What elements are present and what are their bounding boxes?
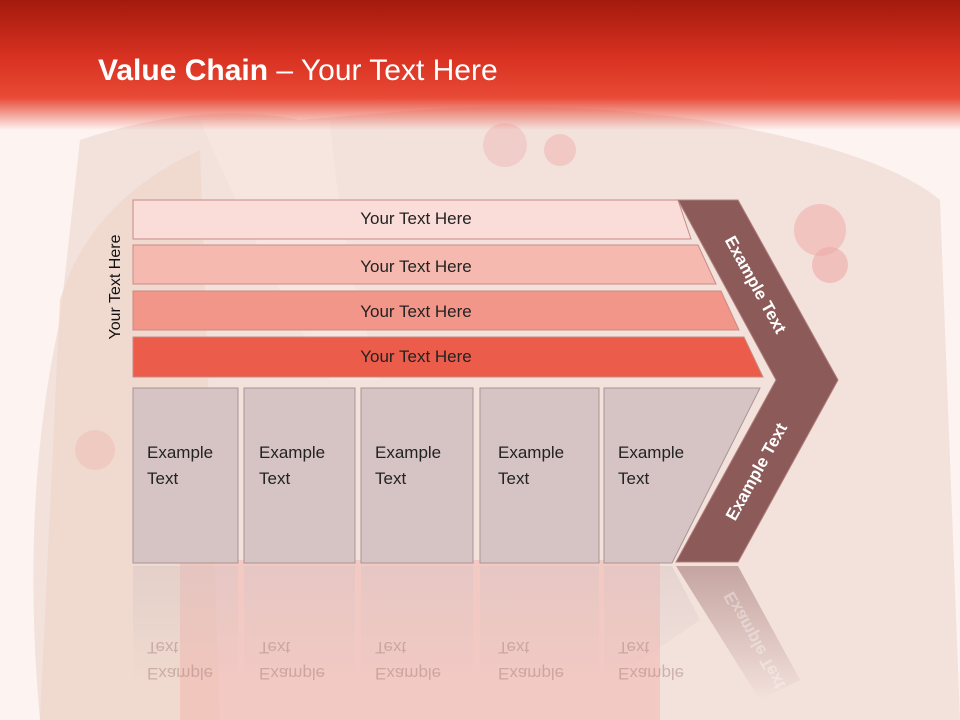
cells-group	[132, 387, 761, 564]
cell-1	[132, 387, 239, 564]
title-bold: Value Chain	[98, 54, 269, 87]
cell-3	[360, 387, 474, 564]
reflection-group	[133, 566, 800, 700]
band-4-label: Your Text Here	[360, 347, 472, 366]
page-title: Value Chain – Your Text Here	[98, 54, 498, 88]
band-3-label: Your Text Here	[360, 302, 472, 321]
band-3	[132, 290, 740, 331]
band-1-label: Your Text Here	[360, 209, 472, 228]
header-bar	[0, 0, 960, 130]
cell-5	[603, 387, 761, 564]
chevron-arrow	[675, 199, 839, 563]
band-1	[132, 199, 692, 240]
band-2-label: Your Text Here	[360, 257, 472, 276]
band-4	[132, 336, 764, 378]
cell-2	[243, 387, 356, 564]
band-2	[132, 244, 717, 285]
title-rest: – Your Text Here	[268, 54, 498, 87]
cell-4	[479, 387, 600, 564]
